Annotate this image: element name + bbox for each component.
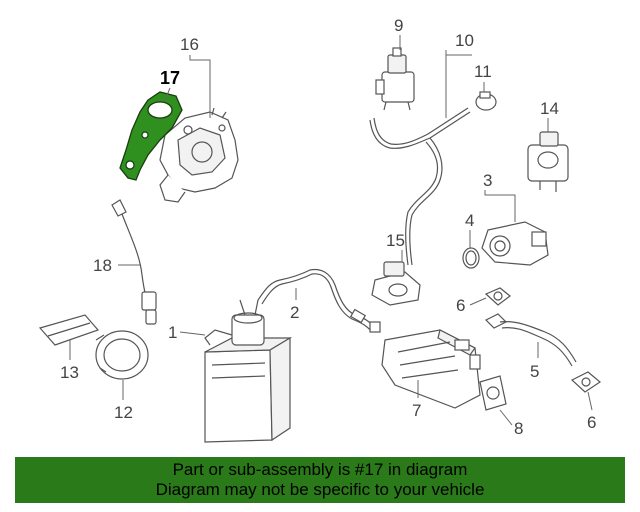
callout-9: 9 — [394, 16, 403, 35]
callout-18: 18 — [93, 256, 112, 275]
callout-11: 11 — [474, 62, 492, 81]
callout-13: 13 — [60, 363, 79, 382]
callout-12: 12 — [114, 403, 133, 422]
callout-6-lower: 6 — [587, 413, 596, 432]
part-8-flange-gasket[interactable] — [479, 375, 507, 411]
banner-line-2: Diagram may not be specific to your vehi… — [155, 480, 485, 499]
part-5-egr-pipe[interactable] — [484, 313, 577, 367]
part-6-gasket-upper[interactable] — [484, 287, 511, 306]
part-1-charcoal-canister[interactable] — [204, 299, 293, 443]
callout-8: 8 — [514, 419, 523, 438]
part-4-o-ring[interactable] — [462, 247, 480, 269]
part-10-vacuum-lines[interactable] — [369, 107, 471, 266]
part-15-sensor[interactable] — [371, 261, 421, 306]
callout-7: 7 — [412, 401, 421, 420]
parts-diagram: 16 17 9 10 11 14 3 4 15 18 6 1 2 5 13 12… — [38, 16, 602, 443]
callout-10: 10 — [455, 31, 474, 50]
leader-lines — [69, 35, 593, 426]
callout-6-upper: 6 — [456, 296, 465, 315]
callout-3: 3 — [483, 171, 492, 190]
part-3-egr-valve[interactable] — [481, 221, 549, 266]
part-6-gasket-lower[interactable] — [570, 371, 602, 393]
part-9-solenoid[interactable] — [375, 47, 415, 111]
callout-5: 5 — [530, 362, 539, 381]
banner-line-1: Part or sub-assembly is #17 in diagram — [172, 460, 468, 479]
part-14-valve[interactable] — [527, 131, 569, 192]
info-banner: Part or sub-assembly is #17 in diagram D… — [15, 457, 625, 503]
callout-labels: 16 17 9 10 11 14 3 4 15 18 6 1 2 5 13 12… — [60, 16, 596, 438]
part-17-bracket[interactable] — [119, 91, 183, 181]
part-13-heat-shield[interactable] — [38, 314, 100, 346]
part-7-egr-cooler[interactable] — [381, 329, 481, 409]
callout-15: 15 — [386, 231, 405, 250]
part-12-canister[interactable] — [95, 330, 149, 380]
callout-14: 14 — [540, 99, 559, 118]
callout-17: 17 — [160, 68, 180, 88]
part-11-check-valve[interactable] — [475, 91, 497, 111]
part-18-oxygen-sensor[interactable] — [111, 199, 157, 325]
part-2-hose[interactable] — [257, 268, 381, 333]
part-16-vacuum-pump[interactable] — [159, 107, 239, 203]
callout-4: 4 — [465, 211, 474, 230]
callout-1: 1 — [168, 323, 177, 342]
callout-2: 2 — [290, 303, 299, 322]
callout-16: 16 — [180, 35, 199, 54]
